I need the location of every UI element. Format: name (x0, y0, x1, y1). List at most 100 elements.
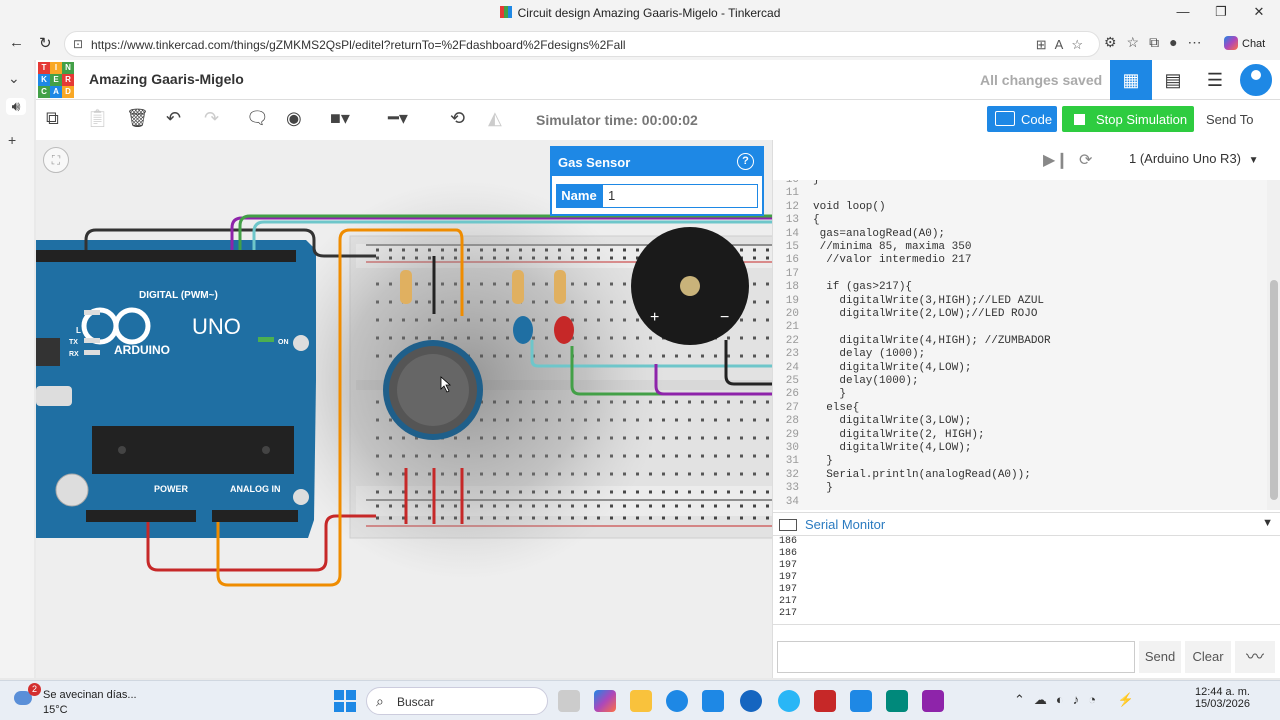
code-scrollbar[interactable] (1267, 180, 1280, 510)
user-avatar[interactable] (1238, 62, 1274, 98)
url-field[interactable]: ⊡ https://www.tinkercad.com/things/gZMKM… (64, 31, 1100, 57)
chevron-down-icon[interactable]: ▼ (1262, 517, 1273, 529)
code-line[interactable]: 15 //minima 85, maxima 350 (773, 241, 1267, 254)
circuit-drawing[interactable]: DIGITAL (PWM~) L TX RX ARDUINO UNO ON PO… (36, 140, 772, 678)
start-button[interactable] (334, 690, 356, 712)
code-line[interactable]: 25 delay(1000); (773, 375, 1267, 388)
copy-icon[interactable]: ⧉ (46, 108, 59, 128)
serial-send-button[interactable]: Send (1139, 641, 1181, 673)
color-picker-icon[interactable]: ■▾ (330, 108, 350, 128)
flip-icon[interactable]: ◭ (488, 108, 502, 128)
serial-monitor-header[interactable]: Serial Monitor ▼ (773, 512, 1280, 536)
site-info-icon[interactable]: ⊡ (73, 37, 84, 51)
code-line[interactable]: 19 digitalWrite(3,HIGH);//LED AZUL (773, 295, 1267, 308)
close-button[interactable]: ✕ (1253, 4, 1265, 19)
refresh-icon[interactable]: ↻ (39, 35, 52, 52)
code-line[interactable]: 30 digitalWrite(4,LOW); (773, 442, 1267, 455)
code-line[interactable]: 14 gas=analogRead(A0); (773, 228, 1267, 241)
minimize-button[interactable]: — (1176, 4, 1190, 19)
circuit-canvas[interactable]: DIGITAL (PWM~) L TX RX ARDUINO UNO ON PO… (36, 140, 772, 678)
add-icon[interactable]: + (8, 132, 17, 148)
mouse-cursor-icon (440, 376, 452, 393)
step-icon[interactable]: ▶❙ (1043, 152, 1069, 169)
code-line[interactable]: 16 //valor intermedio 217 (773, 254, 1267, 267)
schematic-view-icon[interactable]: ▤ (1164, 70, 1182, 90)
edge-icon[interactable] (666, 690, 688, 712)
back-icon[interactable]: ← (9, 34, 24, 51)
delete-icon[interactable]: 🗑︎ (126, 108, 149, 128)
stop-simulation-button[interactable]: Stop Simulation (1062, 106, 1194, 132)
code-scrollbar-thumb[interactable] (1270, 280, 1278, 500)
system-tray[interactable]: ⌃☁◐♪◔ ⚡ (1014, 692, 1143, 707)
code-line[interactable]: 29 digitalWrite(2, HIGH); (773, 429, 1267, 442)
tinkercad-logo[interactable]: T I N K E R C A D (38, 62, 74, 98)
code-line[interactable]: 18 if (gas>217){ (773, 281, 1267, 294)
code-line[interactable]: 21 (773, 321, 1267, 334)
code-line[interactable]: 10} (773, 180, 1267, 187)
hp-icon[interactable] (740, 690, 762, 712)
read-aloud-icon[interactable]: 🔊︎ (6, 98, 26, 115)
arduino-uno[interactable] (36, 240, 316, 538)
wire-type-icon[interactable]: ━▾ (388, 108, 408, 128)
send-to-button[interactable]: Send To (1206, 112, 1254, 127)
code-line[interactable]: 33 } (773, 482, 1267, 495)
browser-toolbar-icons[interactable]: ⚙☆⧉●⋯ (1104, 34, 1212, 50)
arduino-ide-icon[interactable] (886, 690, 908, 712)
board-select[interactable]: 1 (Arduino Uno R3) ▼ (1119, 146, 1265, 172)
url-tools[interactable]: ⊞A☆ (1035, 37, 1091, 52)
undo-icon[interactable]: ↶ (166, 108, 182, 128)
copilot-chat-button[interactable]: Chat (1224, 36, 1265, 50)
graph-icon[interactable]: 〰 (1235, 641, 1275, 673)
code-line[interactable]: 31 } (773, 455, 1267, 468)
code-button[interactable]: Code (987, 106, 1057, 132)
chevron-down-icon[interactable]: ⌄ (8, 70, 20, 86)
design-name[interactable]: Amazing Gaaris-Migelo (89, 71, 244, 87)
wires[interactable] (84, 214, 772, 587)
taskbar-search[interactable]: ⌕ Buscar (366, 687, 548, 715)
code-line[interactable]: 11 (773, 187, 1267, 200)
resistors[interactable] (400, 270, 566, 304)
file-explorer-icon[interactable] (630, 690, 652, 712)
rotate-icon[interactable]: ⟲ (450, 108, 466, 128)
chrome-icon[interactable] (778, 690, 800, 712)
code-line[interactable]: 23 delay (1000); (773, 348, 1267, 361)
component-list-icon[interactable]: ☰ (1206, 70, 1224, 90)
code-line[interactable]: 13{ (773, 214, 1267, 227)
task-view-icon[interactable] (558, 690, 580, 712)
debugger-icon[interactable]: ⟳ (1079, 152, 1093, 169)
code-line[interactable]: 20 digitalWrite(2,LOW);//LED ROJO (773, 308, 1267, 321)
fit-view-button[interactable]: ⛶ (43, 147, 69, 173)
redo-icon[interactable]: ↷ (204, 108, 220, 128)
gas-sensor[interactable] (383, 340, 483, 440)
code-line[interactable]: 32 Serial.println(analogRead(A0)); (773, 469, 1267, 482)
app-icon[interactable] (922, 690, 944, 712)
outlook-icon[interactable] (850, 690, 872, 712)
code-line[interactable]: 28 digitalWrite(3,LOW); (773, 415, 1267, 428)
code-line[interactable]: 17 (773, 268, 1267, 281)
maximize-button[interactable]: ❐ (1215, 4, 1227, 19)
mcafee-icon[interactable] (814, 690, 836, 712)
serial-clear-button[interactable]: Clear (1185, 641, 1231, 673)
help-icon[interactable]: ? (737, 153, 754, 170)
notes-icon[interactable]: 🗨︎ (246, 108, 269, 128)
code-line[interactable]: 34 (773, 496, 1267, 509)
serial-input[interactable] (777, 641, 1135, 673)
red-led[interactable] (554, 316, 574, 344)
piezo-buzzer[interactable]: + − (631, 227, 749, 345)
code-line[interactable]: 27 else{ (773, 402, 1267, 415)
paste-icon[interactable]: 📋︎ (86, 108, 109, 128)
code-line[interactable]: 26 } (773, 388, 1267, 401)
taskbar-clock[interactable]: 12:44 a. m. 15/03/2026 (1190, 686, 1250, 710)
visibility-icon[interactable]: ◉ (286, 108, 302, 128)
url-text[interactable]: https://www.tinkercad.com/things/gZMKMS2… (91, 38, 626, 52)
code-line[interactable]: 24 digitalWrite(4,LOW); (773, 362, 1267, 375)
blue-led[interactable] (513, 316, 533, 344)
code-line[interactable]: 22 digitalWrite(4,HIGH); //ZUMBADOR (773, 335, 1267, 348)
copilot-icon[interactable] (594, 690, 616, 712)
circuit-view-icon[interactable]: ▦ (1110, 60, 1152, 100)
name-field[interactable]: 1 (602, 184, 758, 208)
store-icon[interactable] (702, 690, 724, 712)
